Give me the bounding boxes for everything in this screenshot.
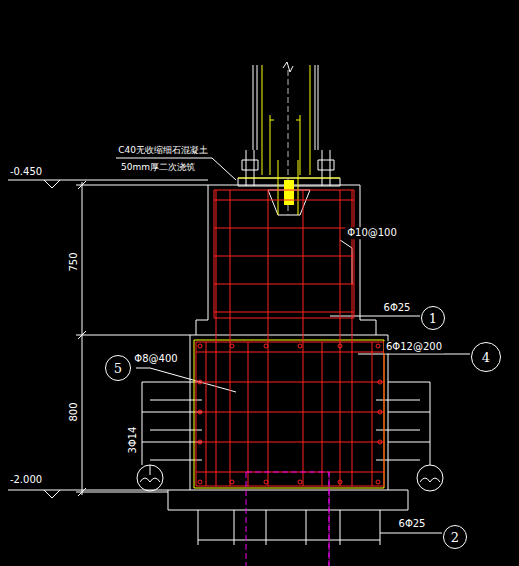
callout-number: 4 <box>471 342 501 372</box>
bar-dot <box>376 344 380 348</box>
note-text: 50mm厚二次浇筑 <box>119 162 197 172</box>
rebar <box>196 472 384 473</box>
bar-dot <box>230 480 234 484</box>
rebar <box>196 412 384 413</box>
rebar-spec: Φ10@100 <box>345 227 399 239</box>
callout-text: 1 <box>429 312 437 325</box>
rebar-spec: 3Φ14 <box>127 425 139 456</box>
rebar-spec: 6Φ12@200 <box>384 341 444 353</box>
callout-number: 1 <box>421 306 445 330</box>
rebar <box>214 256 354 257</box>
rebar <box>248 342 249 486</box>
dimension: 800 <box>68 400 80 423</box>
bar-dot <box>198 440 202 444</box>
bar-dot <box>298 480 302 484</box>
rebar <box>196 342 384 486</box>
dimension: 750 <box>68 250 80 273</box>
bar-dot <box>198 480 202 484</box>
rebar <box>214 228 354 229</box>
callout-text: 5 <box>114 362 122 375</box>
bar-dot <box>264 480 268 484</box>
rebar-spec: 6Φ25 <box>397 518 428 530</box>
bar-dot <box>378 440 382 444</box>
level-mark: -2.000 <box>8 474 44 486</box>
bar-dot <box>338 480 342 484</box>
rebar <box>196 352 384 353</box>
rebar-spec: Φ8@400 <box>132 353 179 365</box>
callout-number: 2 <box>443 525 467 549</box>
callout-text: 2 <box>451 531 459 544</box>
bar-dot <box>198 380 202 384</box>
bar-dot <box>264 344 268 348</box>
rebar <box>214 312 354 313</box>
bar-dot <box>376 480 380 484</box>
rebar <box>196 382 384 383</box>
rebar <box>196 442 384 443</box>
rebar <box>206 342 207 486</box>
rebar <box>214 284 354 285</box>
callout-text: 4 <box>482 351 490 364</box>
bar-dot <box>338 344 342 348</box>
bar-dot <box>298 344 302 348</box>
callout-number: 5 <box>105 355 131 381</box>
rebar <box>214 200 354 201</box>
rebar <box>372 342 373 486</box>
bar-dot <box>230 344 234 348</box>
rebar-spec: 6Φ25 <box>382 302 413 314</box>
note-text: C40无收缩细石混凝土 <box>116 145 210 155</box>
bar-dot <box>378 380 382 384</box>
bar-dot <box>198 410 202 414</box>
rebar <box>214 190 354 318</box>
level-mark: -0.450 <box>8 166 44 178</box>
bar-dot <box>378 410 382 414</box>
bar-dot <box>198 344 202 348</box>
rebar <box>322 342 323 486</box>
